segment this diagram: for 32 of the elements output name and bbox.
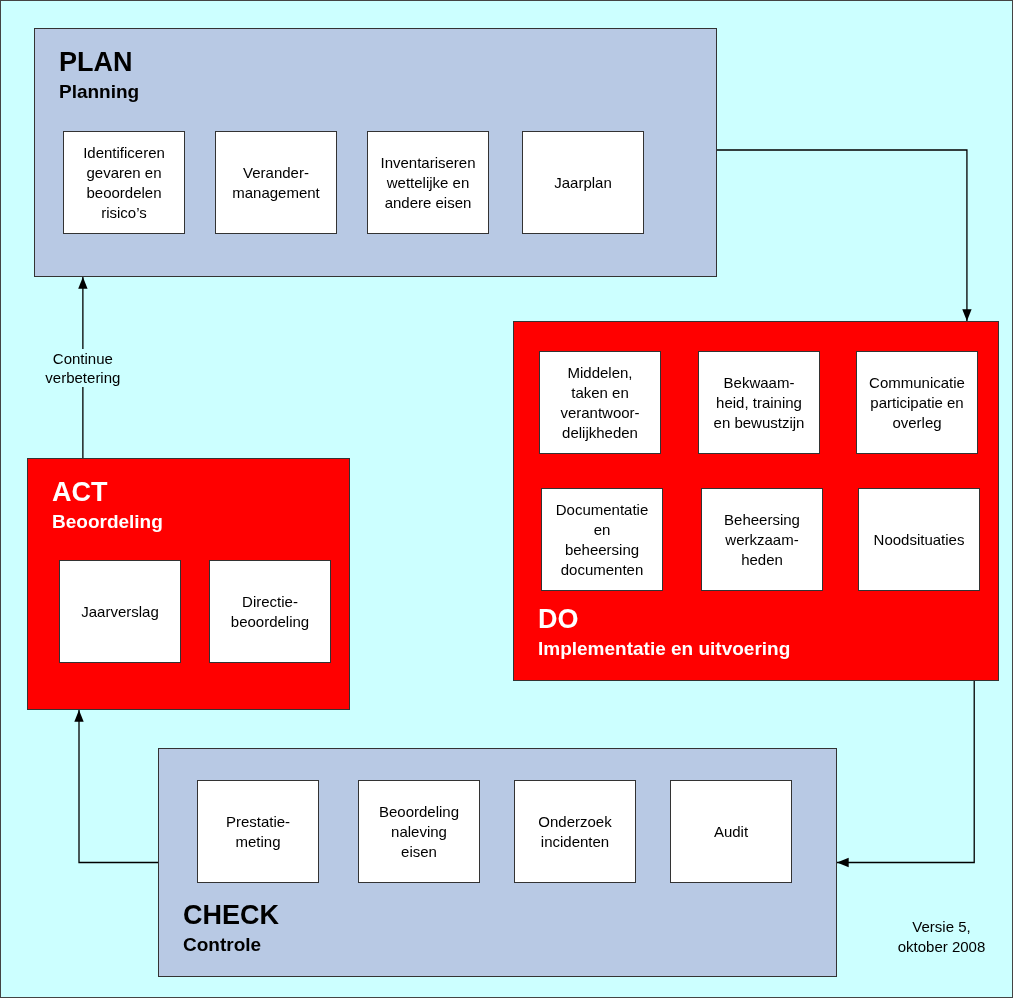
phase-title: ACT <box>52 477 108 507</box>
version-note: Versie 5, oktober 2008 <box>896 917 987 957</box>
phase-subtitle: Planning <box>59 81 140 103</box>
phase-subtitle: Implementatie en uitvoering <box>538 638 791 660</box>
phase-subtitle: Controle <box>183 934 262 956</box>
process-box: Identificeren gevaren en beoordelen risico’s <box>63 131 185 234</box>
phase-panel <box>27 458 350 710</box>
arrow <box>716 149 972 322</box>
phase-panel <box>34 28 717 277</box>
phase-subtitle: Beoordeling <box>52 511 163 533</box>
arrow <box>836 680 975 868</box>
process-box: Verander- management <box>215 131 337 234</box>
process-box: Middelen, taken en verantwoor- delijkheden <box>539 351 661 454</box>
process-box: Communicatie participatie en overleg <box>856 351 978 454</box>
process-box: Beoordeling naleving eisen <box>358 780 480 883</box>
process-box: Prestatie- meting <box>197 780 319 883</box>
process-box: Onderzoek incidenten <box>514 780 636 883</box>
arrow <box>74 709 159 864</box>
phase-panel <box>513 321 999 681</box>
process-box: Directie- beoordeling <box>209 560 331 663</box>
process-box: Noodsituaties <box>858 488 980 591</box>
process-box: Bekwaam- heid, training en bewustzijn <box>698 351 820 454</box>
phase-title: PLAN <box>59 47 133 77</box>
process-box: Jaarverslag <box>59 560 181 663</box>
process-box: Beheersing werkzaam- heden <box>701 488 823 591</box>
phase-title: DO <box>538 604 579 634</box>
phase-title: CHECK <box>183 900 279 930</box>
phase-panel <box>158 748 837 977</box>
process-box: Jaarplan <box>522 131 644 234</box>
process-box: Audit <box>670 780 792 883</box>
process-box: Documentatie en beheersing documenten <box>541 488 663 591</box>
process-box: Inventariseren wettelijke en andere eisen <box>367 131 489 234</box>
